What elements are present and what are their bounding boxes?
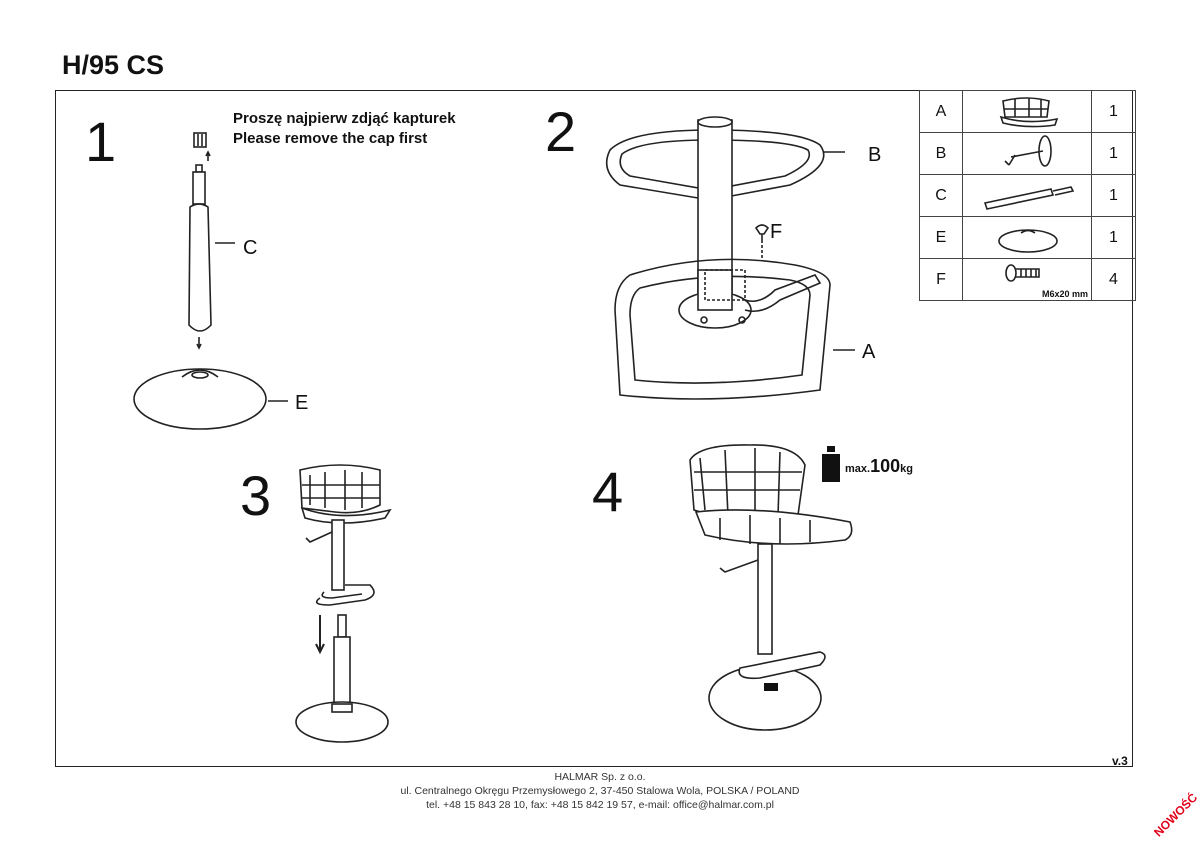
step-2-number: 2	[545, 100, 577, 163]
gas-lift-icon	[983, 186, 1075, 210]
label-a: A	[862, 341, 876, 363]
label-f: F	[770, 221, 783, 243]
footrest-icon	[1004, 135, 1052, 167]
part-id: B	[919, 132, 963, 175]
step-3-number: 3	[240, 464, 272, 527]
part-id: F	[919, 258, 963, 301]
max-load-prefix: max.	[845, 463, 871, 475]
step-4-number: 4	[592, 460, 624, 523]
part-id: A	[919, 90, 963, 133]
table-row: C 1	[919, 174, 1136, 217]
part-image-seat	[962, 90, 1092, 133]
part-qty: 1	[1091, 90, 1136, 133]
label-b: B	[868, 144, 882, 166]
cap-piece	[193, 132, 207, 148]
seat-icon	[999, 97, 1059, 128]
instruction-frame	[55, 90, 1133, 767]
version-label: v.3	[1112, 754, 1128, 768]
max-load-value: 100	[870, 456, 901, 476]
step-3-assembly-drawing	[295, 464, 392, 743]
part-image-base	[962, 216, 1092, 259]
table-row: B 1	[919, 132, 1136, 175]
part-qty: 4	[1091, 258, 1136, 301]
parts-list-table: A 1 B 1 C 1 E	[919, 90, 1136, 301]
step-2-assembly-drawing	[605, 116, 855, 400]
part-qty: 1	[1091, 132, 1136, 175]
part-id: E	[919, 216, 963, 259]
screw-icon	[1005, 264, 1040, 282]
table-row: A 1	[919, 90, 1136, 133]
base-icon	[998, 229, 1058, 253]
note-polish: Proszę najpierw zdjąć kapturek	[233, 110, 456, 127]
new-badge: NOWOŚĆ	[1151, 790, 1200, 840]
table-row: F M6x20 mm 4	[919, 258, 1136, 301]
part-qty: 1	[1091, 174, 1136, 217]
weight-icon	[822, 446, 840, 482]
max-load-unit: kg	[900, 463, 913, 475]
part-image-gas-lift	[962, 174, 1092, 217]
part-qty: 1	[1091, 216, 1136, 259]
footer-address: ul. Centralnego Okręgu Przemysłowego 2, …	[400, 785, 800, 797]
table-row: E 1	[919, 216, 1136, 259]
label-e: E	[295, 392, 309, 414]
note-english: Please remove the cap first	[233, 130, 428, 147]
footer-contact: tel. +48 15 843 28 10, fax: +48 15 842 1…	[426, 799, 774, 811]
part-image-screw: M6x20 mm	[962, 258, 1092, 301]
part-id: C	[919, 174, 963, 217]
footer-company: HALMAR Sp. z o.o.	[554, 771, 646, 783]
step-4-finished-stool-drawing	[689, 444, 853, 731]
step-1-gas-lift-drawing	[133, 132, 288, 430]
company-footer: HALMAR Sp. z o.o. ul. Centralnego Okręgu…	[300, 770, 900, 812]
max-load-label: max.100kg	[845, 456, 913, 477]
document-title: H/95 CS	[62, 50, 165, 80]
screw-spec: M6x20 mm	[1041, 289, 1088, 299]
cap-removal-note: Proszę najpierw zdjąć kapturek Please re…	[233, 109, 456, 149]
part-image-footrest	[962, 132, 1092, 175]
label-c: C	[243, 237, 258, 259]
step-1-number: 1	[85, 110, 117, 173]
